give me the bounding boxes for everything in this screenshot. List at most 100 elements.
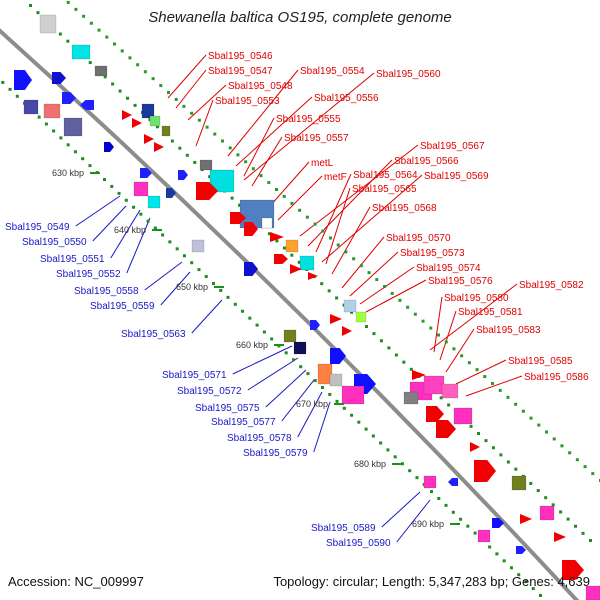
gene-feature — [62, 92, 76, 104]
guide-dot — [52, 129, 56, 133]
gene-feature — [441, 383, 459, 399]
gene-feature — [191, 239, 205, 253]
leader-line — [281, 379, 315, 422]
guide-dot — [371, 434, 375, 438]
gene-feature — [140, 168, 152, 178]
genome-backbone — [0, 28, 580, 600]
guide-dot — [386, 448, 390, 452]
gene-feature — [516, 546, 526, 554]
guide-dot — [282, 194, 286, 198]
guide-dot — [143, 70, 147, 74]
guide-dot — [591, 472, 595, 476]
gene-feature — [199, 159, 213, 171]
guide-dot — [29, 4, 32, 7]
guide-dot — [174, 97, 178, 101]
guide-dot — [437, 496, 441, 500]
gene-label-metl: metL — [311, 158, 334, 169]
guide-dot — [372, 332, 376, 336]
guide-dot — [430, 490, 433, 493]
leader-line — [126, 217, 151, 274]
gene-label-sbal195_0573: Sbal195_0573 — [400, 248, 465, 259]
gene-label-sbal195_0569: Sbal195_0569 — [424, 171, 489, 182]
gene-label-sbal195_0590: Sbal195_0590 — [326, 538, 391, 549]
guide-dot — [148, 118, 152, 122]
guide-dot — [335, 296, 339, 300]
leader-line — [175, 69, 207, 109]
guide-dot — [536, 489, 540, 493]
guide-dot — [375, 278, 379, 282]
guide-dot — [429, 326, 433, 330]
gene-feature — [209, 169, 235, 193]
gene-feature — [285, 239, 299, 253]
guide-dot — [491, 446, 495, 450]
guide-dot — [226, 295, 230, 299]
gene-feature — [342, 326, 352, 336]
guide-dot — [575, 458, 579, 462]
guide-dot — [275, 188, 278, 191]
guide-dot — [170, 139, 174, 143]
leader-line — [243, 117, 275, 177]
guide-dot — [132, 205, 136, 209]
guide-dot — [320, 282, 324, 286]
guide-dot — [182, 254, 186, 258]
guide-dot — [393, 455, 397, 459]
gene-label-sbal195_0550: Sbal195_0550 — [22, 237, 87, 248]
guide-dot — [379, 441, 383, 445]
guide-dot — [167, 91, 170, 94]
guide-dot — [262, 330, 266, 334]
guide-dot — [236, 153, 240, 157]
guide-dot — [305, 215, 309, 219]
gene-feature — [274, 254, 288, 264]
guide-dot — [531, 587, 535, 591]
gene-feature — [244, 262, 258, 276]
guide-dot — [153, 226, 157, 230]
gene-label-sbal195_0564: Sbal195_0564 — [353, 170, 418, 181]
gene-labels: Sbal195_0546Sbal195_0547Sbal195_0548Sbal… — [5, 51, 589, 549]
gene-label-sbal195_0575: Sbal195_0575 — [195, 403, 260, 414]
guide-dot — [506, 395, 510, 399]
guide-dot — [185, 153, 189, 157]
guide-dot — [495, 552, 499, 556]
gene-label-sbal195_0577: Sbal195_0577 — [211, 417, 276, 428]
guide-dot — [364, 427, 368, 431]
guide-dot — [120, 49, 124, 53]
gene-feature — [80, 100, 94, 110]
guide-dot — [8, 87, 12, 91]
gene-feature — [299, 255, 315, 271]
gene-feature — [161, 125, 171, 137]
guide-dot — [74, 7, 78, 11]
gene-label-sbal195_0556: Sbal195_0556 — [314, 93, 379, 104]
gene-feature — [554, 532, 566, 542]
guide-dot — [205, 125, 209, 129]
guide-dot — [282, 246, 286, 250]
guide-dot — [255, 323, 259, 327]
guide-dot — [105, 35, 109, 39]
gene-label-sbal195_0558: Sbal195_0558 — [74, 286, 139, 297]
gene-feature — [448, 478, 458, 486]
guide-dot — [444, 503, 448, 507]
gene-label-sbal195_0580: Sbal195_0580 — [444, 293, 509, 304]
guide-dot — [439, 396, 443, 400]
guide-dot — [89, 21, 93, 25]
leader-line — [341, 236, 385, 289]
guide-dot — [574, 524, 578, 528]
guide-dot — [357, 420, 361, 424]
gene-label-sbal195_0560: Sbal195_0560 — [376, 69, 441, 80]
guide-dot — [589, 539, 592, 542]
gene-feature — [539, 505, 555, 521]
guide-dot — [251, 167, 255, 171]
leader-line — [313, 401, 331, 453]
gene-feature — [329, 373, 343, 387]
guide-dot — [483, 375, 487, 379]
gene-feature — [330, 314, 342, 324]
guide-dot — [82, 14, 86, 18]
guide-dot — [175, 247, 179, 251]
leader-line — [455, 359, 507, 385]
gene-feature — [293, 341, 307, 355]
leader-line — [439, 310, 457, 361]
guide-dot — [88, 61, 92, 65]
gene-feature — [141, 103, 155, 119]
gene-feature — [196, 182, 218, 200]
